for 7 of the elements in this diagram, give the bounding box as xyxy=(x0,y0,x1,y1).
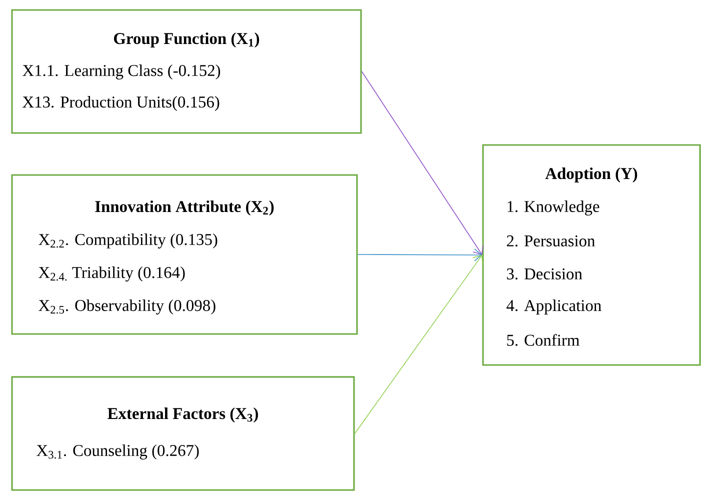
variable-box: Group Function (X$_{1}$) X1.1. Learning Class (-0.152) X13. Production Units(0.156) xyxy=(11,9,362,134)
arrow xyxy=(354,254,484,434)
variable-box: Innovation Attribute (X$_{2}$) X$_{2.2}$. Compatibility (0.135) X$_{2.4.}$ Triability (0.164) X$_{2.5}$. Observability (0.098) xyxy=(11,174,358,335)
variable-box: External Factors (X$_{3}$) X$_{3.1}$. Counseling (0.267) xyxy=(11,376,355,491)
variable-box: Adoption (Y) 1. Knowledge 2. Persuasion 3. Decision 4. Application 5. Confirm xyxy=(482,144,701,366)
arrow xyxy=(357,248,482,262)
arrow xyxy=(361,71,484,255)
